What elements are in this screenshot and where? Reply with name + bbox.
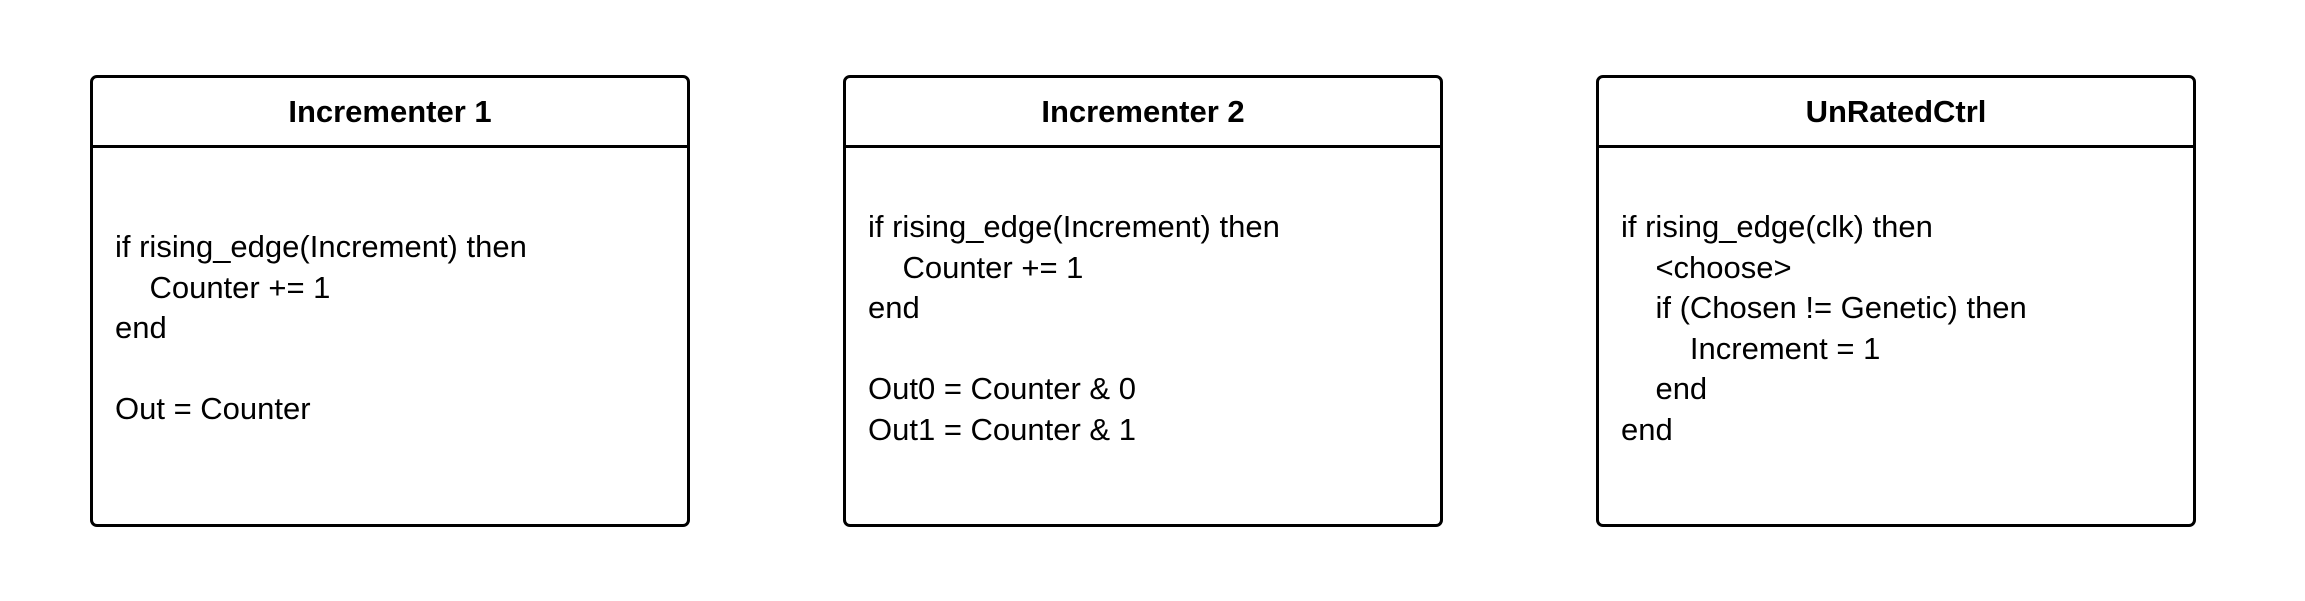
- code-line: if rising_edge(Increment) then: [868, 209, 1280, 244]
- code-line: Increment = 1: [1621, 330, 1881, 366]
- incrementer-1-block: Incrementer 1 if rising_edge(Increment) …: [90, 75, 690, 527]
- code-line: if rising_edge(Increment) then: [115, 229, 527, 264]
- code-listing: if rising_edge(Increment) then Counter +…: [868, 207, 1430, 450]
- code-line: Out0 = Counter & 0: [868, 371, 1136, 406]
- block-header: Incrementer 2: [846, 78, 1440, 148]
- code-listing: if rising_edge(Increment) then Counter +…: [115, 227, 677, 430]
- code-line: <choose>: [1621, 249, 1792, 285]
- code-listing: if rising_edge(clk) then <choose> if (Ch…: [1621, 207, 2183, 450]
- block-body: if rising_edge(Increment) then Counter +…: [93, 148, 687, 524]
- code-line: end: [1621, 411, 1673, 447]
- block-body: if rising_edge(clk) then <choose> if (Ch…: [1599, 148, 2193, 524]
- code-line: Out1 = Counter & 1: [868, 411, 1136, 447]
- code-line: [115, 349, 677, 390]
- code-line: end: [115, 310, 167, 345]
- code-line: Out = Counter: [115, 391, 311, 426]
- block-header: Incrementer 1: [93, 78, 687, 148]
- block-title: Incrementer 1: [288, 93, 492, 129]
- code-line: end: [1621, 371, 1708, 406]
- block-title: UnRatedCtrl: [1805, 93, 1987, 129]
- block-title: Incrementer 2: [1041, 93, 1245, 129]
- incrementer-2-block: Incrementer 2 if rising_edge(Increment) …: [843, 75, 1443, 527]
- block-body: if rising_edge(Increment) then Counter +…: [846, 148, 1440, 524]
- code-line: end: [868, 290, 920, 325]
- block-header: UnRatedCtrl: [1599, 78, 2193, 148]
- unratedctrl-block: UnRatedCtrl if rising_edge(clk) then <ch…: [1596, 75, 2196, 527]
- code-line: [868, 329, 1430, 370]
- code-line: if rising_edge(clk) then: [1621, 209, 1933, 244]
- code-line: Counter += 1: [115, 269, 331, 305]
- code-line: Counter += 1: [868, 249, 1084, 285]
- code-line: if (Chosen != Genetic) then: [1621, 290, 2027, 325]
